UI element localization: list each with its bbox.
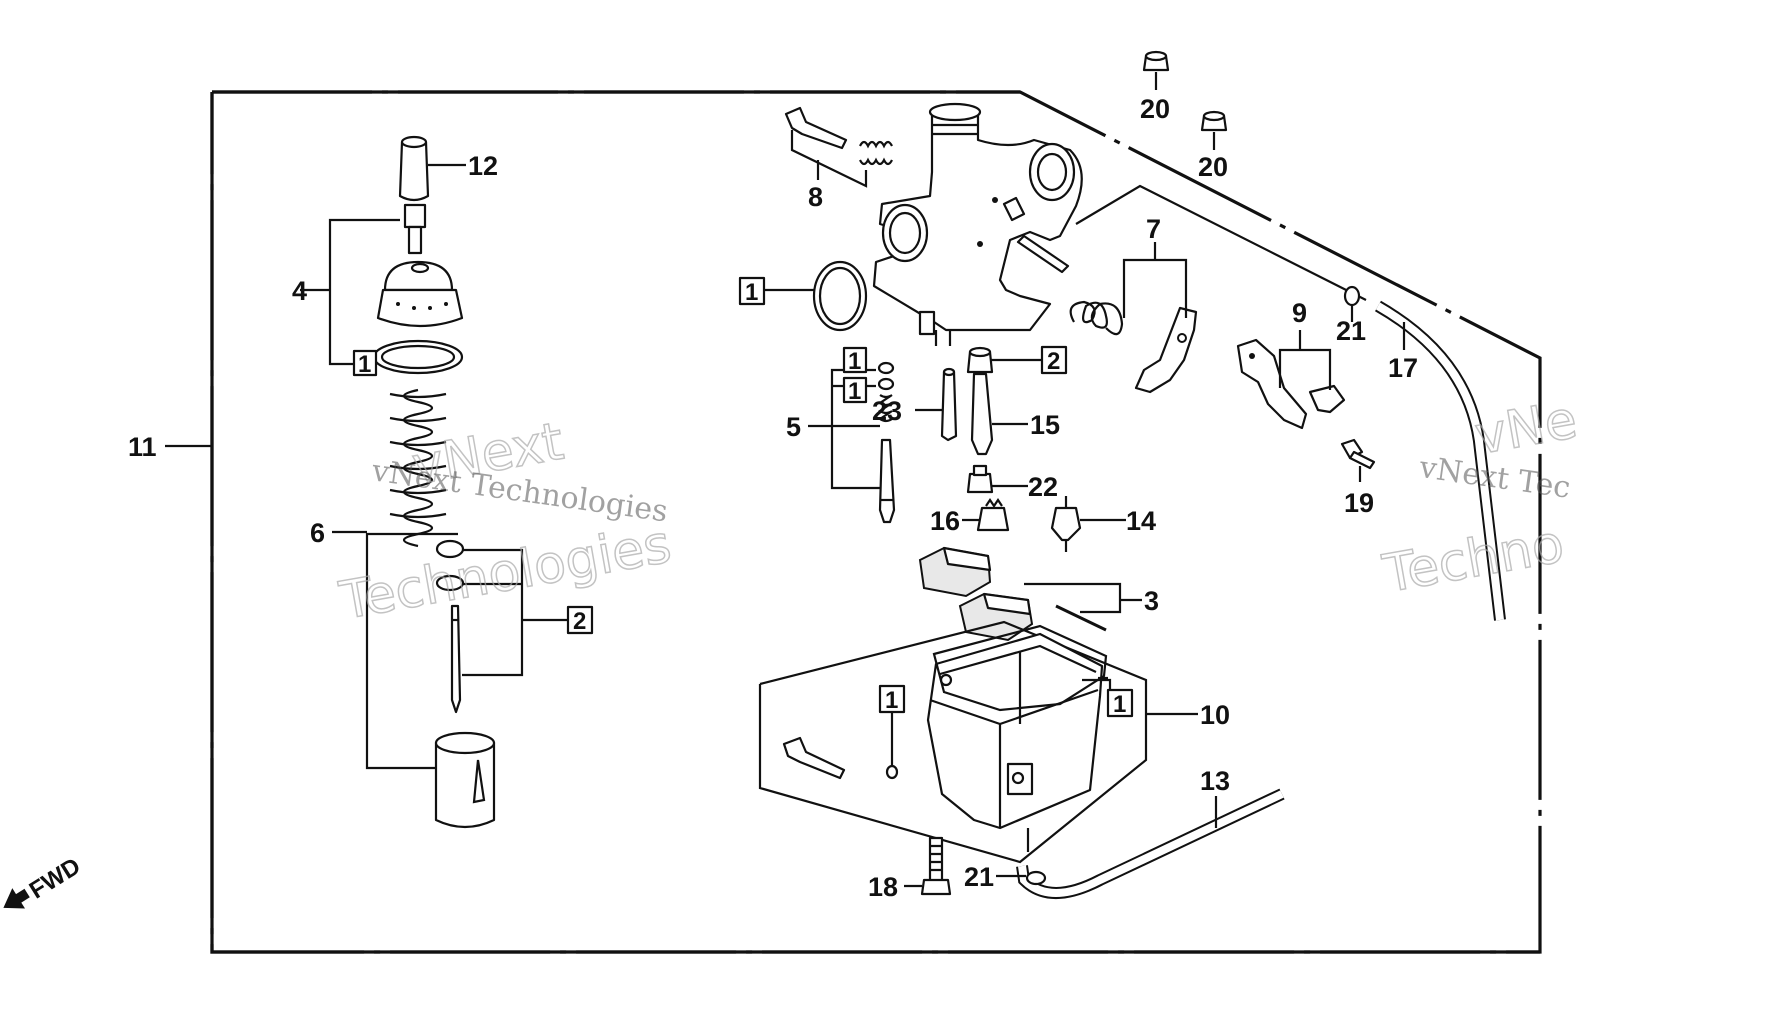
label-20-b: 20 [1198, 152, 1228, 182]
svg-text:FWD: FWD [25, 853, 86, 905]
part-20-nut-a [1142, 50, 1170, 72]
part-21-clip-b [1025, 870, 1047, 886]
label-6: 6 [310, 518, 325, 548]
svg-text:Technologies: Technologies [335, 515, 675, 632]
part-3-float [918, 546, 1107, 642]
label-21-b: 21 [964, 862, 994, 892]
label-18: 18 [868, 872, 898, 902]
svg-text:1: 1 [745, 279, 758, 306]
label-10: 10 [1200, 700, 1230, 730]
part-float-chamber-gasket [932, 624, 1108, 712]
svg-text:vNe: vNe [1471, 390, 1582, 467]
svg-text:1: 1 [885, 687, 898, 714]
part-throttle-slide [434, 731, 496, 829]
label-23: 23 [872, 396, 902, 426]
part-15-needle-jet-holder [966, 346, 994, 456]
label-14: 14 [1126, 506, 1156, 536]
part-drain-screw [782, 736, 846, 780]
label-19: 19 [1344, 488, 1374, 518]
label-20-a: 20 [1140, 94, 1170, 124]
boxed-label-1-c: 1 [842, 346, 868, 375]
part-8-pilot-screw [784, 106, 893, 166]
part-1-o-ring-intake [812, 260, 868, 332]
part-20-nut-b [1200, 110, 1228, 132]
part-22-main-jet [966, 464, 994, 494]
part-16-float-valve [976, 498, 1010, 532]
label-3: 3 [1144, 586, 1159, 616]
part-18-drain-bolt [920, 836, 952, 896]
boxed-label-2-a: 2 [566, 605, 594, 635]
svg-text:2: 2 [1047, 348, 1060, 375]
label-7: 7 [1146, 214, 1161, 244]
svg-text:1: 1 [848, 348, 861, 375]
boxed-label-1-f: 1 [1106, 688, 1134, 718]
label-15: 15 [1030, 410, 1060, 440]
label-4: 4 [292, 276, 307, 306]
boxed-label-1-b: 1 [738, 276, 766, 306]
label-5: 5 [786, 412, 801, 442]
part-5-throttle-stop-screw [877, 361, 896, 524]
part-14-float-needle [1050, 496, 1082, 552]
part-9-cable-bracket [1236, 338, 1346, 430]
part-carburetor-body [872, 102, 1083, 346]
svg-text:1: 1 [358, 351, 371, 378]
part-21-clip-a [1343, 285, 1361, 307]
boxed-label-1-d: 1 [842, 376, 868, 405]
label-16: 16 [930, 506, 960, 536]
boxed-label-1-e: 1 [878, 684, 906, 714]
part-float-chamber [926, 632, 1104, 852]
float-chamber-kit-outline [758, 620, 1148, 864]
label-9: 9 [1292, 298, 1307, 328]
part-4-top-cap [376, 203, 464, 328]
label-8: 8 [808, 182, 823, 212]
boxed-label-1-a: 1 [352, 349, 378, 378]
svg-text:1: 1 [848, 378, 861, 405]
part-19-screw [1340, 438, 1376, 470]
part-jet-needle [450, 604, 462, 714]
label-21-a: 21 [1336, 316, 1366, 346]
part-23-slow-jet [940, 367, 958, 442]
fwd-direction-arrow: FWD [3, 853, 86, 909]
label-13: 13 [1200, 766, 1230, 796]
svg-text:1: 1 [1113, 691, 1126, 718]
part-spring [389, 388, 447, 548]
label-12: 12 [468, 151, 498, 181]
part-7-throttle-lever [1069, 300, 1198, 394]
label-11: 11 [128, 432, 157, 462]
svg-text:2: 2 [573, 608, 586, 635]
label-17: 17 [1388, 353, 1418, 383]
part-12-cap-cover [398, 135, 430, 202]
label-22: 22 [1028, 472, 1058, 502]
boxed-label-2-b: 2 [1040, 345, 1068, 375]
